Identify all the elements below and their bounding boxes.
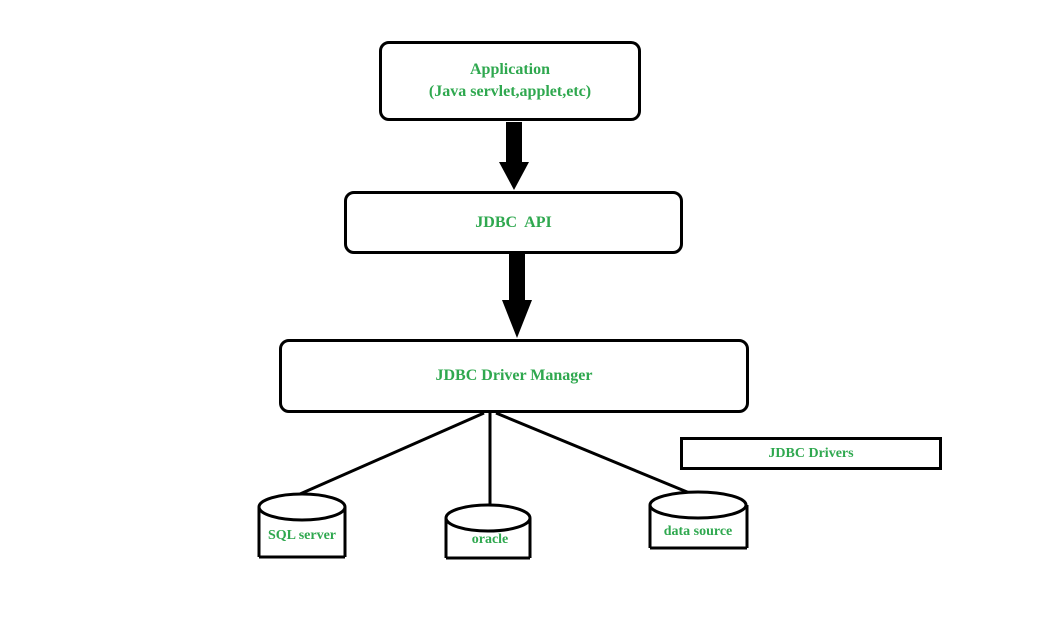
- jdbc-drivers-label: JDBC Drivers: [768, 445, 854, 461]
- database-label-data-source: data source: [663, 524, 733, 539]
- database-cylinder-data-source: [648, 490, 749, 550]
- application-box: Application (Java servlet,applet,etc): [379, 41, 641, 121]
- application-subtitle: (Java servlet,applet,etc): [428, 83, 592, 100]
- database-label-oracle: oracle: [471, 532, 509, 547]
- application-title: Application: [469, 61, 550, 78]
- jdbc-api-label: JDBC API: [475, 213, 552, 231]
- driver-manager-box: JDBC Driver Manager: [279, 339, 749, 413]
- jdbc-drivers-box: JDBC Drivers: [680, 437, 942, 470]
- database-cylinder-oracle: [444, 503, 532, 560]
- database-cylinder-sql-server: [257, 492, 347, 559]
- connector-to-data-source: [495, 411, 693, 496]
- database-label-sql-server: SQL server: [267, 528, 337, 543]
- connector-to-sql-server: [299, 411, 485, 496]
- arrow-api-to-driver-manager: [502, 254, 532, 338]
- driver-manager-label: JDBC Driver Manager: [435, 367, 593, 384]
- jdbc-api-box: JDBC API: [344, 191, 683, 254]
- arrow-application-to-api: [499, 122, 529, 190]
